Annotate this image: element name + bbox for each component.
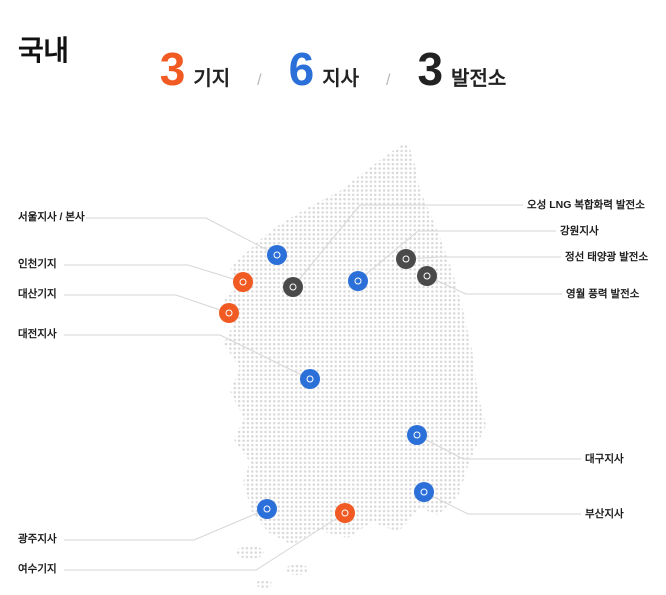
label-daesan-base: 대산기지	[18, 288, 57, 300]
connector-line-incheon-base	[64, 264, 244, 283]
legend-count-base: 3	[159, 43, 186, 95]
marker-gwangju-branch[interactable]	[257, 499, 277, 519]
marker-daesan-base[interactable]	[219, 303, 239, 323]
marker-gangwon-branch[interactable]	[348, 271, 368, 291]
legend-item-branch: 6 지사	[289, 46, 359, 92]
legend-count-plant: 3	[417, 43, 443, 95]
marker-incheon-base[interactable]	[233, 272, 253, 292]
island-dots	[256, 580, 272, 588]
label-gangwon-branch: 강원지사	[560, 225, 599, 237]
legend-label-plant: 발전소	[451, 68, 507, 90]
legend-count-branch: 6	[288, 43, 315, 95]
marker-oseong-plant[interactable]	[283, 277, 303, 297]
label-gwangju-branch: 광주지사	[18, 533, 57, 545]
label-daegu-branch: 대구지사	[585, 453, 624, 465]
label-oseong-plant: 오성 LNG 복합화력 발전소	[527, 199, 645, 211]
connector-line-daesan-base	[64, 294, 230, 314]
label-jeongseon-plant: 정선 태양광 발전소	[565, 251, 649, 263]
legend-separator: /	[386, 72, 391, 89]
label-busan-branch: 부산지사	[585, 508, 624, 520]
page-title: 국내	[18, 34, 69, 66]
marker-yeosu-base[interactable]	[335, 503, 355, 523]
korea-map-dots	[222, 142, 487, 546]
connector-line-gwangju-branch	[64, 508, 268, 541]
island-dots	[286, 564, 308, 575]
legend-label-base: 기지	[193, 68, 231, 90]
legend-separator: /	[257, 72, 262, 89]
marker-yeongwol-plant[interactable]	[417, 266, 437, 286]
marker-daegu-branch[interactable]	[407, 425, 427, 445]
label-yeosu-base: 여수기지	[18, 563, 57, 575]
legend: 3 기지 / 6 지사 / 3 발전소	[0, 46, 666, 92]
marker-busan-branch[interactable]	[414, 482, 434, 502]
legend-label-branch: 지사	[322, 68, 359, 90]
marker-daejeon-branch[interactable]	[300, 369, 320, 389]
marker-jeongseon-plant[interactable]	[396, 249, 416, 269]
marker-seoul-branch[interactable]	[267, 245, 287, 265]
legend-item-base: 3 기지	[160, 46, 230, 92]
label-seoul-branch: 서울지사 / 본사	[18, 211, 85, 223]
legend-item-plant: 3 발전소	[417, 46, 506, 92]
label-daejeon-branch: 대전지사	[18, 328, 57, 340]
label-yeongwol-plant: 영월 풍력 발전소	[566, 288, 640, 300]
connector-line-seoul-branch	[86, 217, 278, 256]
label-incheon-base: 인천기지	[18, 258, 57, 270]
island-dots	[236, 546, 264, 559]
